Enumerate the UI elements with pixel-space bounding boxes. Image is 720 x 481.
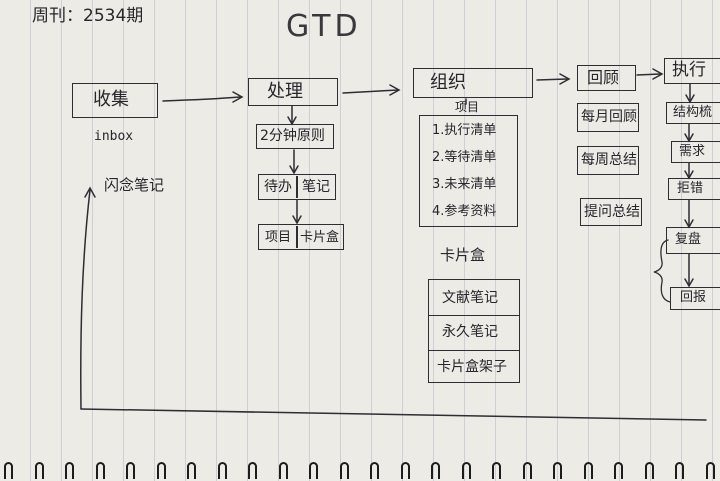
cardbox-list-item: 永久笔记 — [442, 324, 498, 340]
review-item: 每周总结 — [581, 152, 637, 168]
organize-label: 组织 — [430, 72, 466, 93]
arrowhead-execute — [652, 68, 664, 80]
cardbox-list-box — [428, 279, 520, 383]
arrowhead-process — [232, 91, 244, 103]
review-item: 提问总结 — [584, 204, 640, 220]
feedback-loop-bottom — [80, 408, 707, 421]
execute-step: 拒错 — [677, 181, 704, 196]
arrow-collect-to-process — [162, 96, 241, 102]
arrowhead-review — [559, 73, 571, 85]
collect-box — [72, 83, 158, 118]
binding-ring — [279, 462, 288, 479]
binding-ring — [4, 462, 13, 479]
collect-label: 收集 — [93, 89, 129, 110]
binding-ring — [462, 462, 471, 479]
brace — [653, 239, 671, 303]
review-item-box — [577, 146, 639, 175]
two-min-rule-box — [256, 124, 334, 149]
project-list-box — [419, 115, 518, 227]
execute-step-box — [670, 287, 720, 310]
process-label: 处理 — [267, 81, 303, 102]
project-label: 项目 — [265, 230, 292, 245]
cardbox-list-item: 文献笔记 — [442, 290, 498, 306]
spiral-binding — [0, 459, 720, 481]
execute-step-box — [668, 178, 720, 200]
review-item-box — [580, 198, 642, 226]
project-list-item: 4.参考资料 — [432, 204, 497, 219]
project-list-item: 3.未来清单 — [432, 177, 497, 192]
page-title: GTD — [286, 9, 362, 44]
binding-ring — [65, 462, 74, 479]
binding-ring — [401, 462, 410, 479]
execute-box — [664, 58, 720, 84]
binding-ring — [126, 462, 135, 479]
binding-ring — [248, 462, 257, 479]
binding-ring — [96, 462, 105, 479]
arrowhead-organize — [389, 84, 401, 96]
inbox-note: inbox — [94, 129, 134, 144]
issue-number: 周刊：2534期 — [32, 6, 144, 26]
flash-note: 闪念笔记 — [104, 176, 165, 194]
binding-ring — [553, 462, 562, 479]
binding-ring — [370, 462, 379, 479]
binding-ring — [614, 462, 623, 479]
cardbox-list-item: 卡片盒架子 — [437, 359, 507, 375]
project-list-item: 2.等待清单 — [432, 150, 497, 165]
execute-step-box — [671, 141, 720, 163]
binding-ring — [645, 462, 654, 479]
binding-ring — [492, 462, 501, 479]
note-label: 笔记 — [302, 179, 330, 195]
arrow-review-to-execute — [636, 73, 661, 76]
binding-ring — [35, 462, 44, 479]
review-item: 每月回顾 — [581, 109, 637, 125]
execute-step: 结构梳 — [673, 105, 713, 120]
execute-step-box — [666, 102, 720, 124]
binding-ring — [675, 462, 684, 479]
execute-label: 执行 — [672, 60, 706, 80]
execute-step: 复盘 — [675, 232, 702, 247]
process-box — [248, 78, 338, 106]
execute-step-box — [666, 227, 720, 254]
execute-step: 回报 — [680, 290, 707, 305]
todo-note-box — [258, 174, 336, 200]
review-label: 回顾 — [587, 68, 620, 87]
two-min-rule-label: 2分钟原则 — [260, 128, 325, 144]
binding-ring — [309, 462, 318, 479]
review-box — [577, 65, 636, 91]
organize-box — [413, 68, 533, 98]
feedback-loop-up — [80, 189, 91, 410]
binding-ring — [157, 462, 166, 479]
project-list-item: 1.执行清单 — [432, 123, 497, 138]
project-cardbox-box — [258, 224, 344, 250]
project-list-title: 项目 — [455, 100, 480, 114]
cardbox-label: 卡片盒 — [300, 230, 340, 245]
binding-ring — [523, 462, 532, 479]
review-item-box — [577, 103, 639, 132]
cardbox-list-title: 卡片盒 — [440, 246, 486, 264]
todo-label: 待办 — [264, 179, 292, 195]
binding-ring — [218, 462, 227, 479]
binding-ring — [431, 462, 440, 479]
binding-ring — [706, 462, 715, 479]
execute-step: 需求 — [679, 144, 706, 159]
arrow-organize-to-review — [536, 78, 568, 81]
arrow-process-to-organize — [342, 89, 399, 94]
binding-ring — [340, 462, 349, 479]
binding-ring — [187, 462, 196, 479]
binding-ring — [584, 462, 593, 479]
